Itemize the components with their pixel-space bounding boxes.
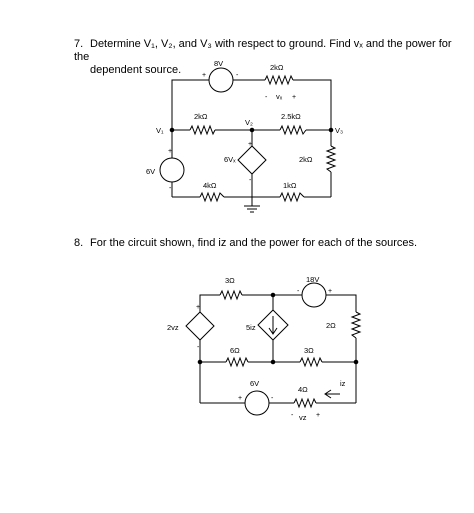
sign-6v-plus: + (238, 395, 242, 402)
sign-6v-minus: - (271, 395, 274, 402)
node-v1-dot (169, 127, 175, 133)
sign-6v-minus: - (169, 185, 172, 192)
label-vz: vᴢ (299, 413, 307, 422)
label-3-ohm-top: 3Ω (225, 276, 235, 285)
source-18v-circle (301, 282, 327, 308)
resistor-2-5k (279, 124, 307, 136)
label-6vx: 6Vₓ (224, 155, 236, 164)
ground-symbol (244, 205, 260, 213)
sign-18v-plus: + (328, 288, 332, 295)
label-2vz: 2vᴢ (167, 323, 179, 332)
iz-arrow-icon (324, 389, 340, 399)
sign-2vz-minus: - (197, 344, 200, 351)
label-5iz: 5iᴢ (246, 323, 256, 332)
problem-7-line2: dependent source. (90, 64, 182, 76)
label-6v: 6V (146, 167, 155, 176)
resistor-2k-right (325, 145, 337, 173)
label-18v: 18V (306, 275, 319, 284)
node-bot-left-dot (197, 359, 203, 365)
problem-8-line1: For the circuit shown, find iᴢ and the p… (90, 237, 418, 249)
sign-8v-minus: - (236, 72, 239, 79)
label-r-left-2k: 2kΩ (194, 112, 208, 121)
sign-vx-plus: + (292, 94, 296, 101)
node-mid-dot (270, 359, 276, 365)
label-r-right-2k: 2kΩ (299, 155, 313, 164)
resistor-3-ohm-mid (299, 356, 323, 368)
sign-dep-minus: - (249, 177, 252, 184)
label-iz: iᴢ (340, 379, 346, 388)
resistor-6-ohm (225, 356, 249, 368)
resistor-4-ohm (293, 397, 317, 409)
resistor-1k (279, 191, 305, 203)
source-6v-circle (244, 390, 270, 416)
resistor-3-ohm-top (219, 289, 243, 301)
sign-dep-plus: + (248, 141, 252, 148)
label-r-1k: 1kΩ (283, 181, 297, 190)
label-2-ohm: 2Ω (326, 321, 336, 330)
label-r-4k: 4kΩ (203, 181, 217, 190)
label-r-2-5k: 2.5kΩ (281, 112, 301, 121)
label-r-top-2k: 2kΩ (270, 63, 284, 72)
resistor-2k-left (189, 124, 216, 136)
resistor-2-ohm (350, 311, 362, 339)
sign-8v-plus: + (202, 72, 206, 79)
sign-18v-minus: - (297, 288, 300, 295)
label-6-ohm: 6Ω (230, 346, 240, 355)
problem-7-text: 7.Determine V₁, V₂, and V₃ with respect … (74, 38, 466, 77)
problem-8-text: 8. For the circuit shown, find iᴢ and the… (74, 237, 466, 250)
sign-vz-minus: - (291, 412, 294, 419)
circuit-7-wires (171, 79, 332, 206)
dependent-source-6vx-diamond (237, 145, 267, 175)
circuit-8-wires (199, 294, 357, 404)
sign-vz-plus: + (316, 412, 320, 419)
label-v3: V₃ (335, 126, 343, 135)
dependent-voltage-source-2vz (185, 311, 215, 341)
label-v1: V₁ (156, 126, 164, 135)
label-4-ohm: 4Ω (298, 385, 308, 394)
source-8v-circle (208, 67, 234, 93)
sign-6v-plus: + (168, 148, 172, 155)
problem-7-line1: Determine V₁, V₂, and V₃ with respect to… (74, 38, 452, 63)
label-vx: vₓ (276, 92, 283, 101)
node-top-mid-dot (270, 292, 276, 298)
label-3-ohm-mid: 3Ω (304, 346, 314, 355)
resistor-4k (199, 191, 225, 203)
source-6v-circle (159, 157, 185, 183)
node-mid-right-dot (353, 359, 359, 365)
problem-7-number: 7. (74, 38, 84, 50)
sign-vx-minus: - (265, 94, 268, 101)
node-v2-dot (249, 127, 255, 133)
label-8v: 8V (214, 59, 223, 68)
label-v2: V₂ (245, 118, 253, 127)
node-v3-dot (328, 127, 334, 133)
down-arrow-icon (268, 316, 278, 335)
label-6v: 6V (250, 379, 259, 388)
sign-2vz-plus: + (196, 304, 200, 311)
problem-8-number: 8. (74, 237, 84, 249)
resistor-2k-top (264, 74, 294, 86)
